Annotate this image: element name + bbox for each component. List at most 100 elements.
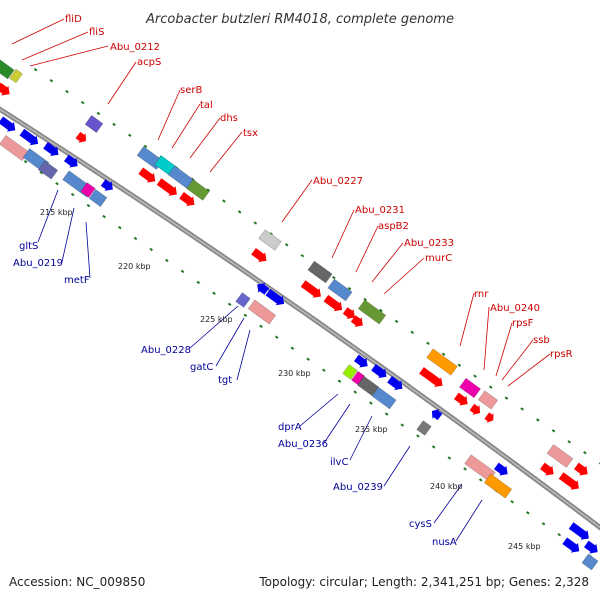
gene-feature-23[interactable] (258, 229, 282, 251)
accession-text: Accession: NC_009850 (9, 575, 145, 589)
gene-label-tsx: tsx (243, 128, 258, 139)
gene-feature-60[interactable] (583, 539, 600, 557)
gene-feature-0[interactable] (0, 56, 15, 80)
gene-feature-13[interactable] (80, 182, 96, 198)
tick-dot-63 (431, 445, 436, 449)
leader-line-29 (455, 499, 483, 542)
gene-feature-33[interactable] (254, 280, 271, 297)
leader-line-2 (29, 45, 109, 67)
gene-label-Abu_0239: Abu_0239 (333, 482, 383, 493)
gene-feature-56[interactable] (539, 461, 557, 479)
gene-feature-41[interactable] (468, 402, 483, 418)
tick-dot-68 (510, 500, 514, 504)
tick-dot-57 (337, 379, 342, 383)
tick-dot-48 (196, 280, 201, 285)
tick-dot-69 (526, 511, 530, 515)
gene-feature-28[interactable] (300, 279, 325, 302)
tick-dot-50 (227, 302, 232, 307)
tick-dot-37 (23, 160, 28, 164)
gene-feature-61[interactable] (561, 536, 583, 556)
gene-label-dprA: dprA (278, 422, 302, 433)
gene-feature-21[interactable] (156, 177, 181, 200)
tick-dot-14 (253, 221, 258, 225)
leader-line-27 (383, 445, 411, 487)
tick-label-245: 245 kbp (508, 542, 541, 551)
gene-feature-24[interactable] (250, 246, 270, 265)
gene-label-rpsR: rpsR (550, 349, 573, 360)
gene-feature-5[interactable] (0, 115, 19, 135)
leader-line-5 (171, 103, 201, 149)
gene-feature-30[interactable] (342, 306, 359, 323)
gene-feature-39[interactable] (477, 390, 499, 410)
gene-feature-25[interactable] (307, 260, 333, 284)
tick-dot-40 (70, 192, 75, 197)
gene-feature-36[interactable] (426, 348, 458, 376)
gene-feature-2[interactable] (0, 81, 13, 99)
gene-label-gatC: gatC (190, 362, 213, 373)
gene-feature-35[interactable] (247, 299, 277, 325)
tick-dot-16 (284, 243, 289, 247)
label-leader-lines (11, 18, 551, 542)
tick-dot-27 (457, 363, 462, 367)
gene-feature-29[interactable] (322, 293, 345, 314)
gene-label-ilvC: ilvC (330, 457, 348, 468)
gene-feature-55[interactable] (546, 444, 574, 468)
gene-feature-59[interactable] (568, 521, 593, 544)
tick-dot-7 (143, 144, 148, 148)
gene-feature-49[interactable] (371, 386, 397, 410)
gene-feature-34[interactable] (264, 287, 287, 308)
tick-dot-11 (206, 188, 211, 192)
gene-feature-20[interactable] (137, 166, 159, 186)
gene-label-serB: serB (180, 85, 202, 96)
gene-feature-27[interactable] (357, 299, 387, 325)
gene-feature-22[interactable] (178, 190, 198, 209)
gene-feature-46[interactable] (342, 364, 358, 380)
gene-feature-44[interactable] (370, 362, 390, 381)
tick-dot-0 (33, 68, 38, 72)
gene-feature-19[interactable] (186, 179, 210, 201)
gene-label-rpsF: rpsF (512, 318, 534, 329)
gene-feature-4[interactable] (74, 130, 89, 146)
tick-dot-23 (394, 319, 399, 324)
gene-feature-15[interactable] (100, 178, 117, 195)
tick-label-220: 220 kbp (118, 262, 151, 271)
gene-feature-42[interactable] (483, 411, 497, 425)
gene-feature-32[interactable] (235, 292, 251, 308)
gene-feature-62[interactable] (581, 553, 599, 571)
tick-dot-44 (133, 236, 138, 241)
gene-feature-43[interactable] (353, 353, 371, 371)
gene-label-Abu_0240: Abu_0240 (490, 303, 540, 314)
gene-feature-3[interactable] (84, 115, 104, 133)
gene-feature-53[interactable] (483, 473, 513, 499)
gene-feature-7[interactable] (42, 140, 62, 159)
tick-dot-34 (567, 440, 572, 444)
tick-dot-65 (463, 467, 467, 471)
gene-feature-58[interactable] (573, 461, 591, 479)
gene-feature-31[interactable] (350, 314, 367, 331)
gene-feature-57[interactable] (558, 471, 583, 494)
gene-feature-50[interactable] (416, 420, 432, 436)
leader-line-18 (37, 189, 59, 243)
gene-feature-1[interactable] (9, 68, 23, 84)
gene-feature-51[interactable] (428, 406, 443, 422)
tick-label-225: 225 kbp (200, 315, 233, 324)
leader-line-12 (383, 257, 425, 295)
gene-feature-54[interactable] (493, 461, 511, 479)
map-title: Arcobacter butzleri RM4018, complete gen… (145, 12, 454, 27)
gene-feature-11[interactable] (37, 160, 59, 180)
gene-feature-8[interactable] (63, 153, 81, 171)
tick-dot-70 (541, 522, 546, 526)
gene-feature-38[interactable] (459, 377, 481, 399)
gene-label-acpS: acpS (137, 57, 161, 68)
gene-feature-26[interactable] (327, 278, 353, 302)
gene-feature-45[interactable] (386, 374, 406, 393)
gene-feature-37[interactable] (418, 366, 446, 391)
tick-dot-41 (86, 203, 91, 208)
gene-feature-14[interactable] (88, 189, 108, 207)
gene-feature-40[interactable] (453, 391, 471, 409)
tick-dot-22 (379, 308, 383, 313)
tick-dot-35 (583, 451, 587, 455)
tick-dot-3 (80, 100, 85, 105)
tick-dot-26 (441, 352, 446, 356)
gene-feature-6[interactable] (18, 127, 41, 148)
